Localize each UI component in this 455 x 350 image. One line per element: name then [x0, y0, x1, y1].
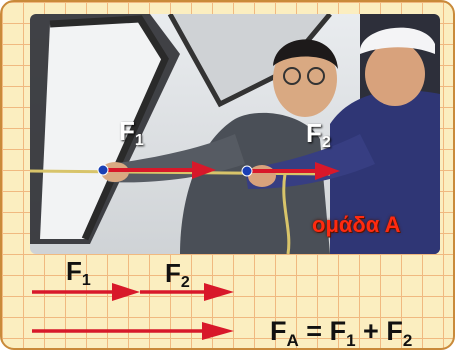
- diagram-arrow-fa-head: [202, 322, 234, 340]
- eq-plus: +: [356, 316, 387, 346]
- eq-term2-symbol: F: [386, 316, 403, 346]
- eq-term2-subscript: 2: [403, 331, 412, 350]
- resultant-equation: FA = F1 + F2: [270, 316, 412, 350]
- diagram-label-f1: F1: [66, 256, 91, 290]
- diagram-f1-subscript: 1: [82, 272, 91, 289]
- eq-term1-symbol: F: [330, 316, 347, 346]
- diagram-f1-symbol: F: [66, 256, 82, 286]
- eq-term1-subscript: 1: [346, 331, 355, 350]
- diagram-label-f2: F2: [165, 258, 190, 292]
- eq-lhs-symbol: F: [270, 316, 287, 346]
- eq-equals: =: [299, 316, 330, 346]
- diagram-f2-subscript: 2: [181, 274, 190, 291]
- eq-lhs-subscript: A: [287, 331, 299, 350]
- diagram-arrow-f1-head: [112, 283, 140, 301]
- diagram-arrow-f2-head: [204, 283, 234, 301]
- diagram-f2-symbol: F: [165, 258, 181, 288]
